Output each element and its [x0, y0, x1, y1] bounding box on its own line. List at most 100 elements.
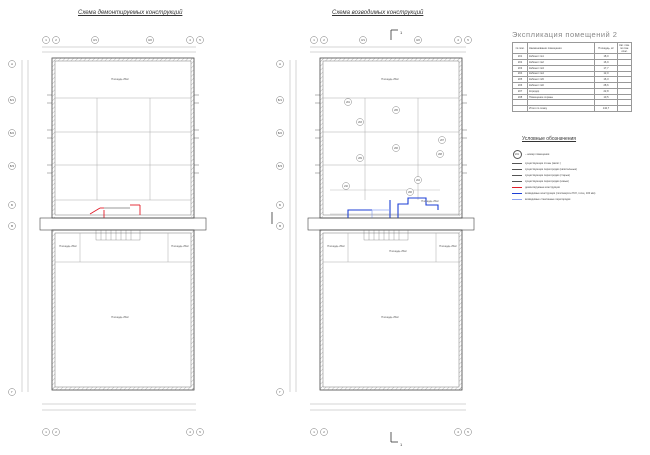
- legend-line-swatch: [512, 186, 522, 188]
- legend-item: существующие перегородки (старые): [512, 172, 642, 178]
- axis-label: 5: [467, 430, 469, 434]
- axis-label: Б/3: [10, 164, 15, 168]
- room-number: 207: [440, 140, 445, 142]
- axis-label: 1: [45, 430, 47, 434]
- demolition-plan-title: Схема демонтируемых конструкций: [78, 10, 183, 16]
- axis-label: 4: [189, 38, 191, 42]
- explication-table: № пом. Наименование помещения Площадь, м…: [512, 41, 632, 112]
- axis-label: Г: [279, 390, 281, 394]
- legend-line-swatch: [512, 180, 522, 182]
- legend-item: 201– номер помещения: [512, 148, 642, 160]
- axis-label: 5: [199, 430, 201, 434]
- explication-panel: Экспликация помещений 2 № пом. Наименова…: [512, 30, 632, 112]
- table-cell: [617, 70, 632, 78]
- table-cell: [617, 64, 632, 72]
- axis-label: 5: [199, 38, 201, 42]
- table-cell: [617, 93, 632, 101]
- room-area-label: Площадь 25м²: [171, 244, 189, 248]
- table-header-row: № пом. Наименование помещения Площадь, м…: [512, 41, 632, 55]
- room-area-label: Площадь 25м²: [327, 244, 345, 248]
- section-mark-bottom: 1: [400, 442, 403, 447]
- legend-line-swatch: [512, 192, 522, 194]
- axis-label: 1: [45, 38, 47, 42]
- room-area-label: Площадь 25м²: [111, 315, 129, 319]
- legend-item: возводимые конструкции (гипсокартон ГКЛ,…: [512, 190, 642, 196]
- axis-label: 2: [323, 38, 325, 42]
- table-cell: [617, 76, 632, 84]
- axis-label: 2: [55, 38, 57, 42]
- legend-line-swatch: [512, 162, 522, 164]
- axis-label: Б/1: [278, 98, 283, 102]
- legend-label: существующие перегородки (старые): [525, 173, 571, 177]
- axis-label: 3/2: [148, 38, 152, 42]
- section-mark-top: 1: [400, 30, 403, 35]
- legend-item: существующие перегородки (новые): [512, 178, 642, 184]
- legend-line-swatch: [512, 168, 522, 170]
- legend-label: существующие стены (капит.): [525, 161, 561, 165]
- axis-label: 2: [55, 430, 57, 434]
- legend-label: демонтируемые конструкции: [525, 185, 560, 189]
- room-number: 201: [346, 102, 351, 104]
- room-number-markers: [342, 98, 446, 196]
- axis-label: Б/3: [278, 164, 283, 168]
- room-number: 204: [416, 180, 421, 182]
- plan-demolition: [21, 46, 207, 411]
- table-cell: [617, 58, 632, 66]
- room-area-label: Площадь 25м²: [59, 244, 77, 248]
- header-cell: № пом.: [512, 41, 528, 55]
- room-number: 203: [358, 122, 363, 124]
- legend-item: существующие стены (капит.): [512, 160, 642, 166]
- room-area-label: Площадь 25м²: [381, 315, 399, 319]
- legend-label: возводимые конструкции (гипсокартон ГКЛ,…: [525, 191, 596, 195]
- room-number: 206: [394, 148, 399, 150]
- room-number: 209: [358, 158, 363, 160]
- legend-panel: Условные обозначения 201– номер помещени…: [512, 136, 642, 202]
- table-cell: [617, 99, 632, 107]
- axis-label: 4: [457, 430, 459, 434]
- room-number: 206: [408, 192, 413, 194]
- header-cell: Наименование помещения: [527, 41, 595, 55]
- axis-markers-plan1: [8, 36, 204, 436]
- room-area-label: Площадь 25м²: [381, 77, 399, 81]
- axis-label: 1: [313, 38, 315, 42]
- legend-room-number-symbol: 201: [512, 149, 522, 159]
- table-row: [512, 99, 632, 107]
- table-cell: [512, 105, 528, 112]
- axis-label: Б: [11, 203, 13, 207]
- legend-label: – номер помещения: [525, 152, 550, 156]
- axis-label: Б/1: [10, 98, 15, 102]
- legend-line-swatch: [512, 174, 522, 176]
- axis-label: А: [279, 62, 281, 66]
- explication-title: Экспликация помещений 2: [512, 30, 618, 39]
- plan-erection: [271, 29, 475, 443]
- legend-item: демонтируемые конструкции: [512, 184, 642, 190]
- room-area-label: Площадь 25м²: [111, 77, 129, 81]
- header-cell: Площадь, м²: [594, 41, 618, 55]
- legend-label: возводимые стеклянные перегородки: [525, 197, 571, 201]
- room-number: 210: [344, 186, 349, 188]
- axis-label: Г: [11, 390, 13, 394]
- table-cell: 142,7: [594, 105, 618, 112]
- room-area-label: Площадь 25м²: [439, 244, 457, 248]
- room-number: 208: [438, 154, 443, 156]
- axis-label: 3/1: [361, 38, 365, 42]
- erection-plan-title: Схема возводимых конструкций: [332, 10, 424, 16]
- room-area-label: Площадь 25м²: [389, 249, 407, 253]
- axis-label: Б/2: [278, 131, 283, 135]
- room-area-label: Площадь 25м²: [421, 199, 439, 203]
- table-cell: Итого по этажу: [527, 105, 595, 112]
- axis-markers-plan2: [276, 36, 472, 436]
- table-cell: [617, 82, 632, 89]
- axis-label: В: [11, 224, 13, 228]
- legend-label: существующие перегородки (капитальные): [525, 167, 578, 171]
- axis-label: 4: [189, 430, 191, 434]
